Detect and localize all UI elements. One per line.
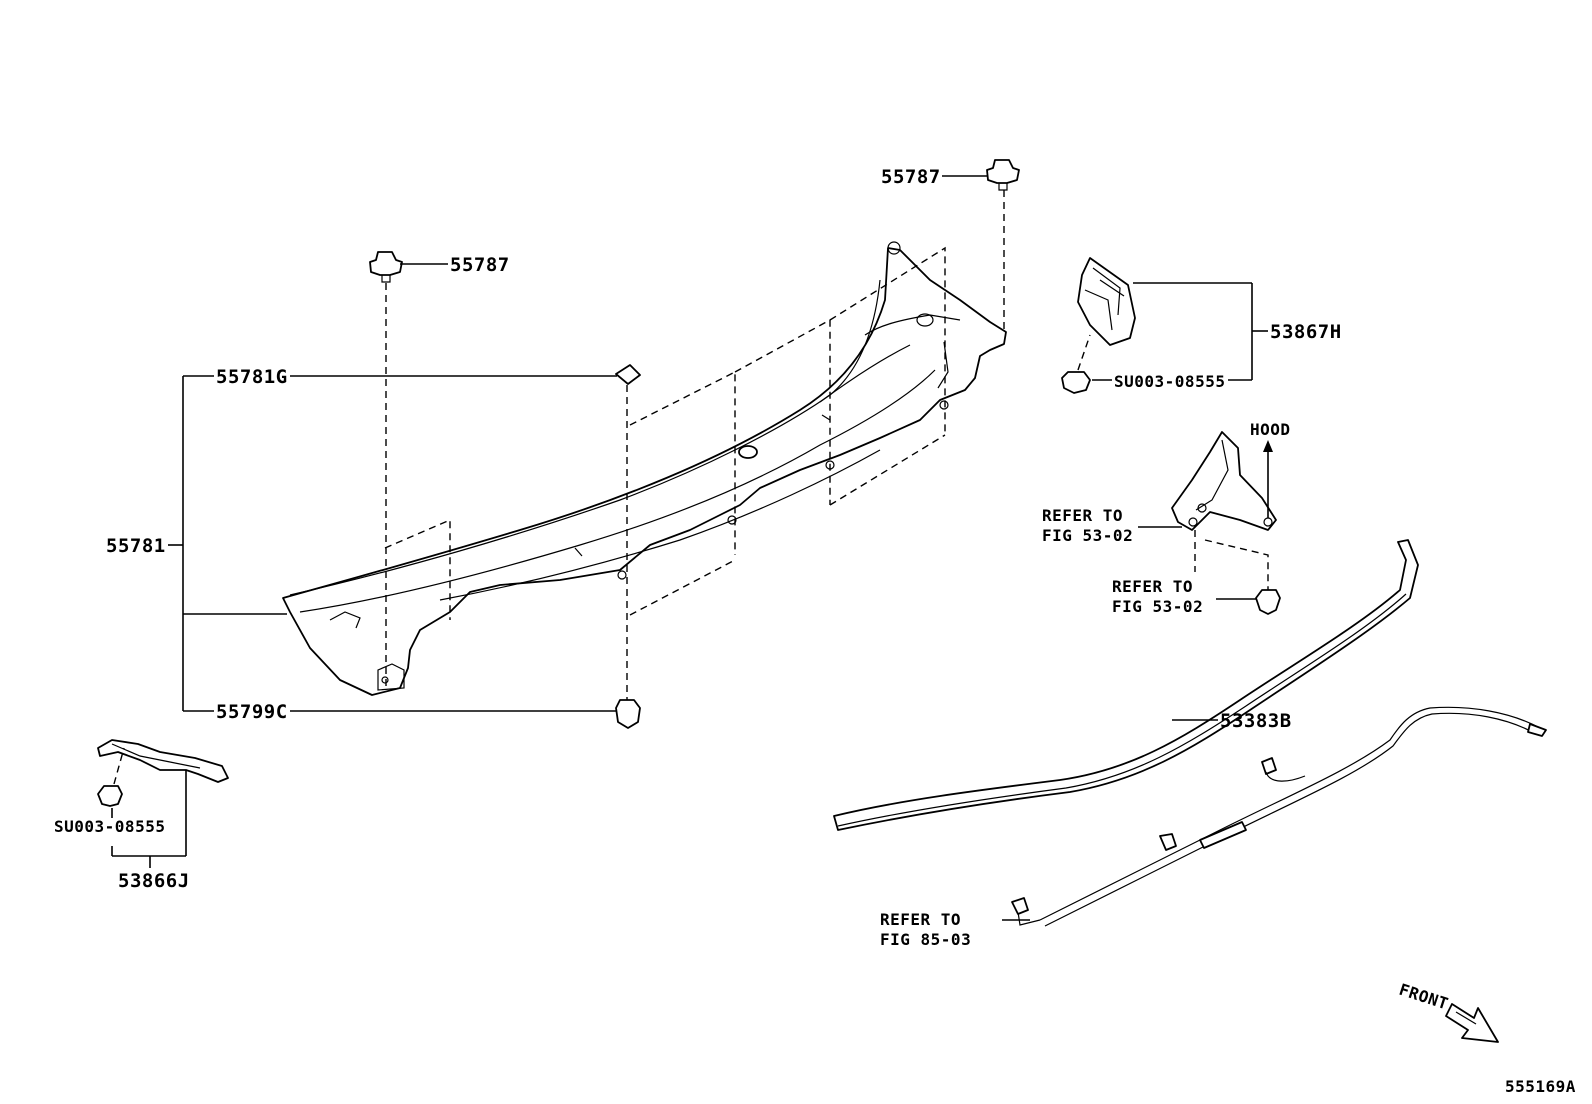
label-refer-a-2: FIG 53-02 [1042,526,1133,545]
hood-seal-part [833,539,1419,831]
label-su003-left: SU003-08555 [54,817,165,836]
label-su003-right: SU003-08555 [1114,372,1225,391]
retainer-icon [615,699,641,729]
label-refer-b-2: FIG 53-02 [1112,597,1203,616]
label-refer-c-1: REFER TO [880,910,961,929]
label-refer-c-2: FIG 85-03 [880,930,971,949]
cowl-louver-part [282,241,1007,696]
label-front: FRONT [1397,980,1451,1014]
washer-hose-part [1002,706,1547,927]
clip-icon [986,159,1020,191]
label-55781G: 55781G [216,366,288,388]
extension-right-part [1061,257,1268,394]
label-53383B: 53383B [1220,710,1292,732]
leader-lines [168,175,988,712]
label-55787-left: 55787 [450,254,510,276]
clip-icon [369,251,403,283]
extension-left-part [97,739,229,868]
hood-bracket-part [1138,431,1281,615]
seal-piece-icon [615,364,641,385]
diagram-id: 555169A [1505,1077,1576,1096]
label-53866J: 53866J [118,870,190,892]
label-53867H: 53867H [1270,321,1342,343]
label-55781: 55781 [106,535,166,557]
label-refer-b-1: REFER TO [1112,577,1193,596]
label-refer-a-1: REFER TO [1042,506,1123,525]
front-arrow-icon [1445,1003,1499,1043]
assembly-guide-lines [384,190,1005,700]
label-55787-right: 55787 [881,166,941,188]
label-55799C: 55799C [216,701,288,723]
label-hood: HOOD [1250,420,1291,439]
